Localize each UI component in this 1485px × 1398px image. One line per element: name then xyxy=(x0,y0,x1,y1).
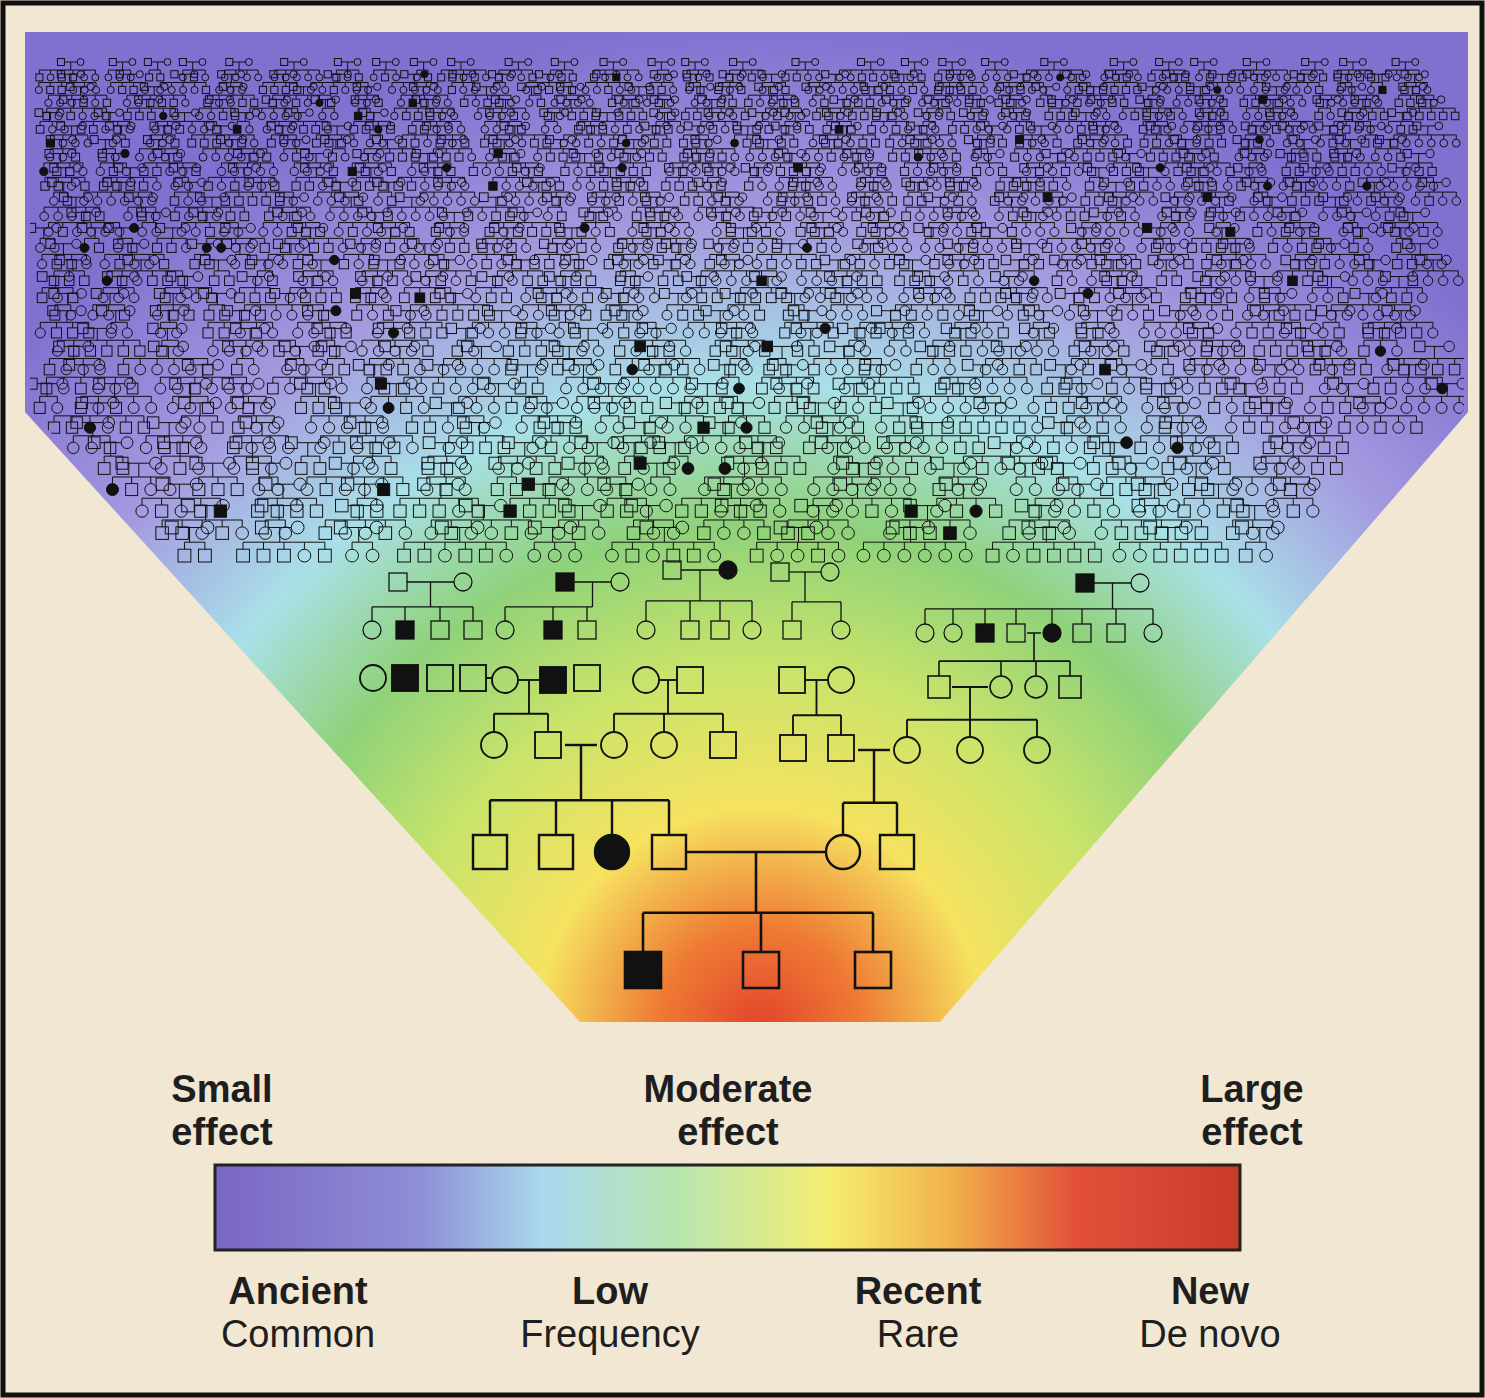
pedigree-symbol xyxy=(160,112,167,119)
pedigree-symbol xyxy=(1143,223,1152,232)
pedigree-symbol xyxy=(731,139,739,147)
pedigree-symbol xyxy=(618,164,626,172)
pedigree-symbol xyxy=(217,243,226,252)
pedigree-symbol xyxy=(40,167,48,175)
pedigree-symbol xyxy=(1156,164,1164,172)
pedigree-symbol xyxy=(130,223,139,232)
pedigree-symbol xyxy=(1255,136,1263,144)
pedigree-symbol xyxy=(1214,86,1221,93)
pedigree-symbol xyxy=(1203,193,1212,202)
pedigree-symbol xyxy=(580,223,589,232)
pedigree-symbol xyxy=(1379,86,1386,93)
pedigree-symbol xyxy=(1043,193,1052,202)
pedigree-symbol xyxy=(1016,136,1024,144)
pedigree-symbol xyxy=(202,243,211,252)
pedigree-symbol xyxy=(443,164,451,172)
pedigree-symbol xyxy=(121,149,129,157)
pedigree-symbol xyxy=(421,71,428,78)
pedigree-symbol xyxy=(489,182,497,190)
pedigree-symbol xyxy=(1259,96,1266,103)
pedigree-symbol xyxy=(374,126,382,134)
pedigree-symbol xyxy=(494,149,502,157)
pedigree-symbol xyxy=(794,164,802,172)
